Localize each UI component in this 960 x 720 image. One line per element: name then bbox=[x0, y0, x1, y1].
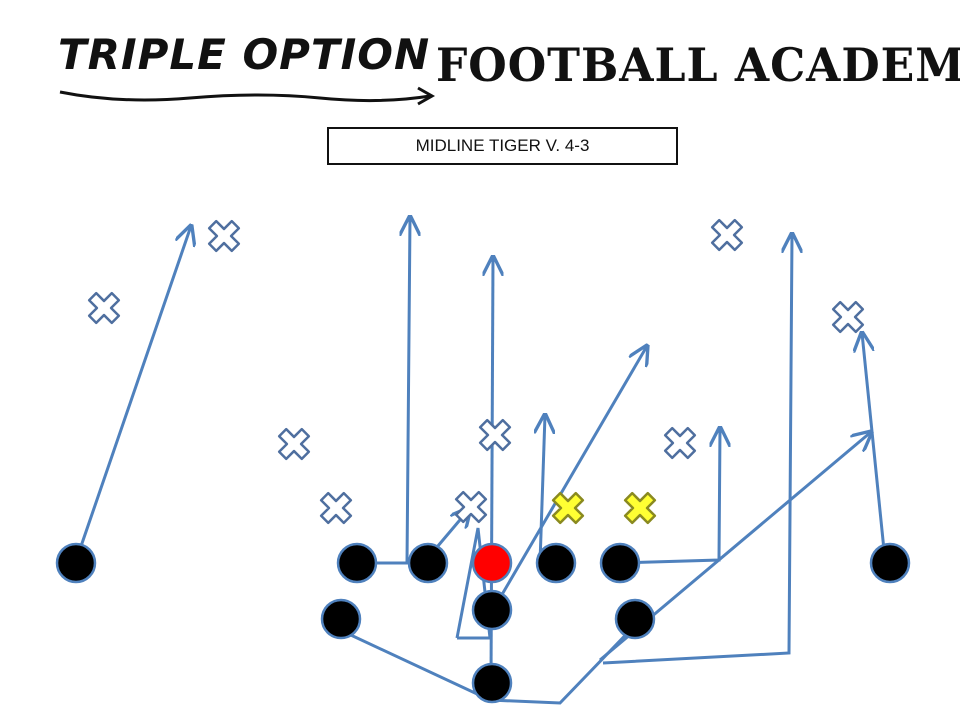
defender-x-shape bbox=[831, 300, 865, 334]
defender-x-icon bbox=[663, 426, 697, 460]
defender-x-icon bbox=[623, 491, 657, 525]
route-line bbox=[455, 527, 492, 640]
defender-x-icon bbox=[831, 300, 865, 334]
defender-x-shape bbox=[478, 418, 512, 452]
offensive-player-circle-icon bbox=[320, 598, 362, 640]
route-line bbox=[370, 217, 410, 565]
play-title: MIDLINE TIGER V. 4-3 bbox=[415, 136, 590, 155]
offensive-player-circle-icon bbox=[55, 542, 97, 584]
defender-x-icon bbox=[710, 218, 744, 252]
defender-x-icon bbox=[551, 491, 585, 525]
defender-x-shape bbox=[277, 427, 311, 461]
offense-group bbox=[55, 542, 911, 704]
offensive-player-circle-icon bbox=[471, 589, 513, 631]
offensive-player-circle-icon bbox=[599, 542, 641, 584]
route-line bbox=[76, 226, 191, 556]
play-title-box: MIDLINE TIGER V. 4-3 bbox=[327, 127, 678, 165]
route-line bbox=[862, 333, 887, 561]
defender-x-shape bbox=[710, 218, 744, 252]
defender-x-shape bbox=[319, 491, 353, 525]
defender-x-shape bbox=[551, 491, 585, 525]
route-line bbox=[602, 234, 792, 665]
logo-football-academy: FOOTBALL ACADEMY bbox=[436, 38, 960, 92]
defender-x-shape bbox=[87, 291, 121, 325]
defender-x-shape bbox=[207, 219, 241, 253]
defender-x-shape bbox=[663, 426, 697, 460]
logo-triple-option: TRIPLE OPTION bbox=[58, 30, 431, 79]
offensive-player-circle-icon bbox=[407, 542, 449, 584]
offensive-player-circle-icon bbox=[869, 542, 911, 584]
route-line bbox=[491, 346, 647, 611]
defense-group bbox=[87, 218, 865, 525]
defender-x-icon bbox=[277, 427, 311, 461]
offensive-player-circle-icon bbox=[471, 662, 513, 704]
route-lines bbox=[76, 217, 887, 705]
defender-x-icon bbox=[454, 490, 488, 524]
defender-x-shape bbox=[454, 490, 488, 524]
defender-x-icon bbox=[87, 291, 121, 325]
route-line bbox=[540, 415, 545, 564]
defender-x-icon bbox=[207, 219, 241, 253]
offensive-player-circle-icon bbox=[614, 598, 656, 640]
defender-x-icon bbox=[478, 418, 512, 452]
offensive-player-circle-icon bbox=[535, 542, 577, 584]
route-line bbox=[339, 618, 642, 705]
defender-x-shape bbox=[623, 491, 657, 525]
offensive-player-circle-icon bbox=[336, 542, 378, 584]
center-red-circle-icon bbox=[471, 542, 513, 584]
defender-x-icon bbox=[319, 491, 353, 525]
